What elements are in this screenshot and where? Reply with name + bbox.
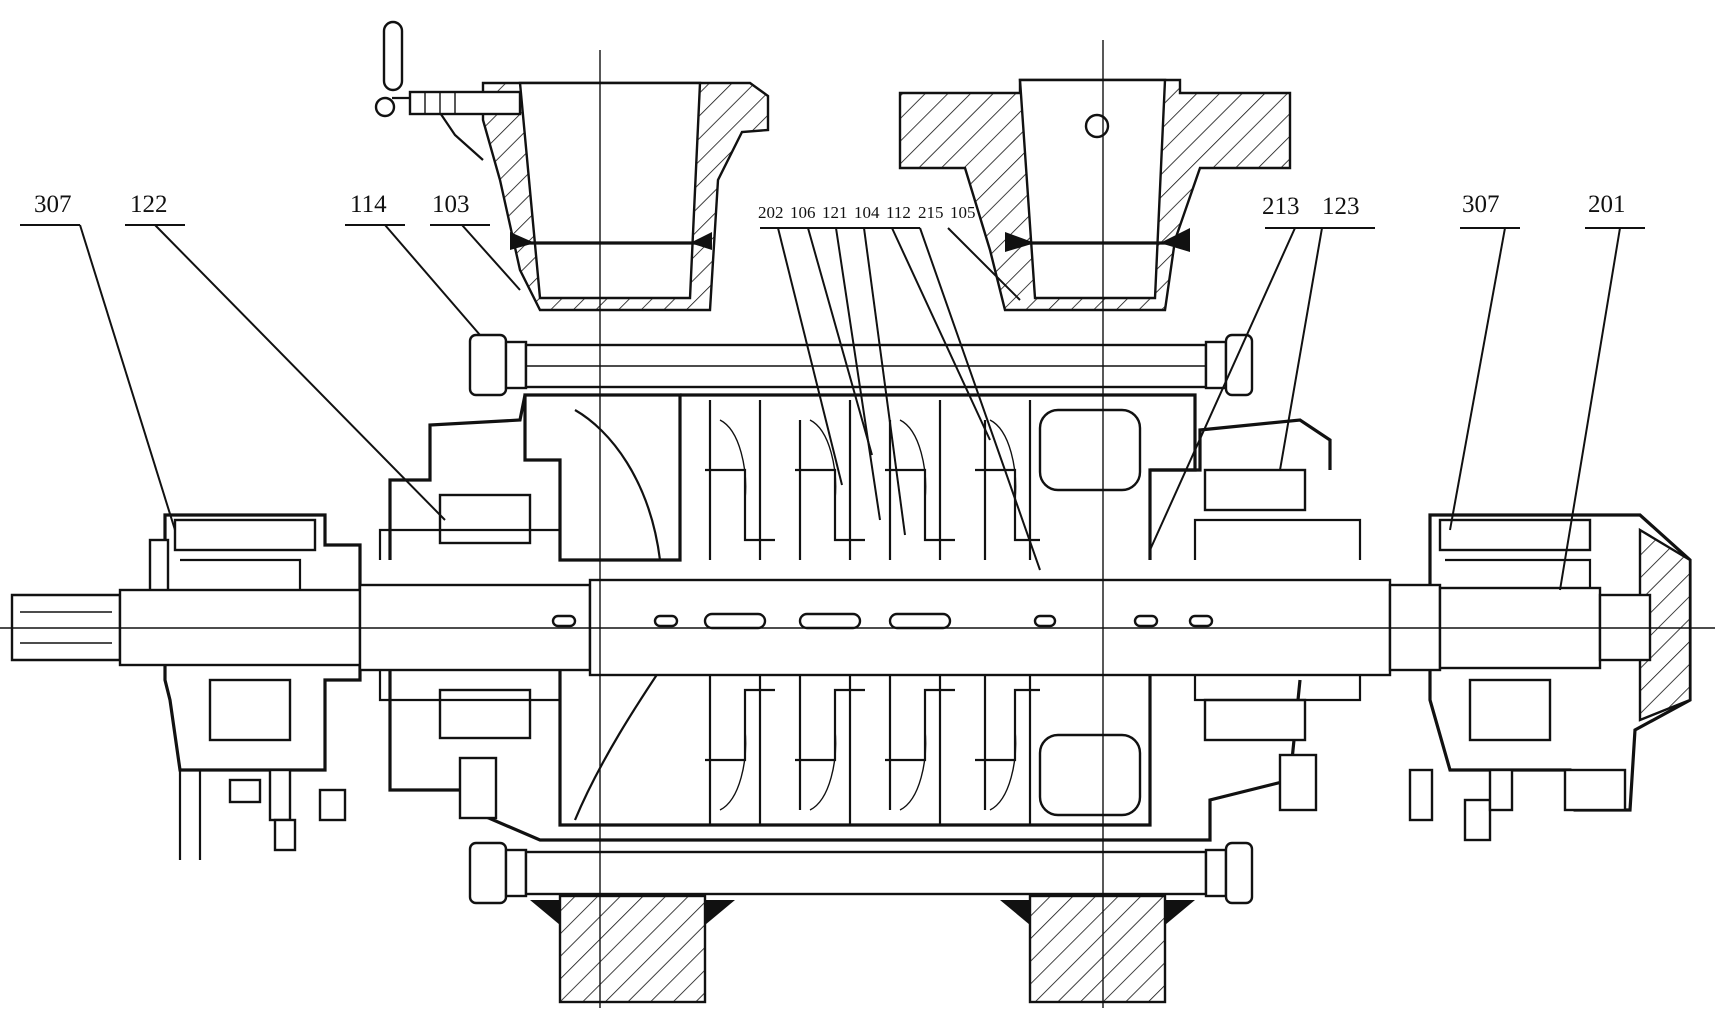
leader-lines	[20, 224, 1645, 591]
pump-feet	[530, 894, 1195, 1004]
label-202: 202	[758, 203, 784, 222]
part-labels: 307 122 114 103 202 106 121 104 112 215 …	[34, 191, 1626, 222]
pump-casing	[378, 393, 1362, 842]
label-307-right: 307	[1462, 191, 1500, 218]
label-106: 106	[790, 203, 816, 222]
label-121: 121	[822, 203, 848, 222]
label-122: 122	[130, 191, 168, 218]
label-114: 114	[350, 191, 387, 218]
label-104: 104	[854, 203, 880, 222]
label-213: 213	[1262, 193, 1300, 220]
label-103: 103	[432, 191, 470, 218]
discharge-nozzle	[898, 78, 1292, 312]
suction-nozzle	[374, 20, 770, 312]
label-112: 112	[886, 203, 911, 222]
pipe-fittings	[228, 753, 1627, 852]
center-lines	[0, 40, 1715, 1008]
tie-bolt-top	[468, 333, 1254, 397]
label-123: 123	[1322, 193, 1360, 220]
label-201: 201	[1588, 191, 1626, 218]
label-215: 215	[918, 203, 944, 222]
label-105: 105	[950, 203, 976, 222]
left-bearing-housing	[148, 513, 362, 860]
label-307-left: 307	[34, 191, 72, 218]
tie-bolt-bottom	[468, 841, 1254, 905]
right-bearing-housing	[1428, 513, 1692, 812]
